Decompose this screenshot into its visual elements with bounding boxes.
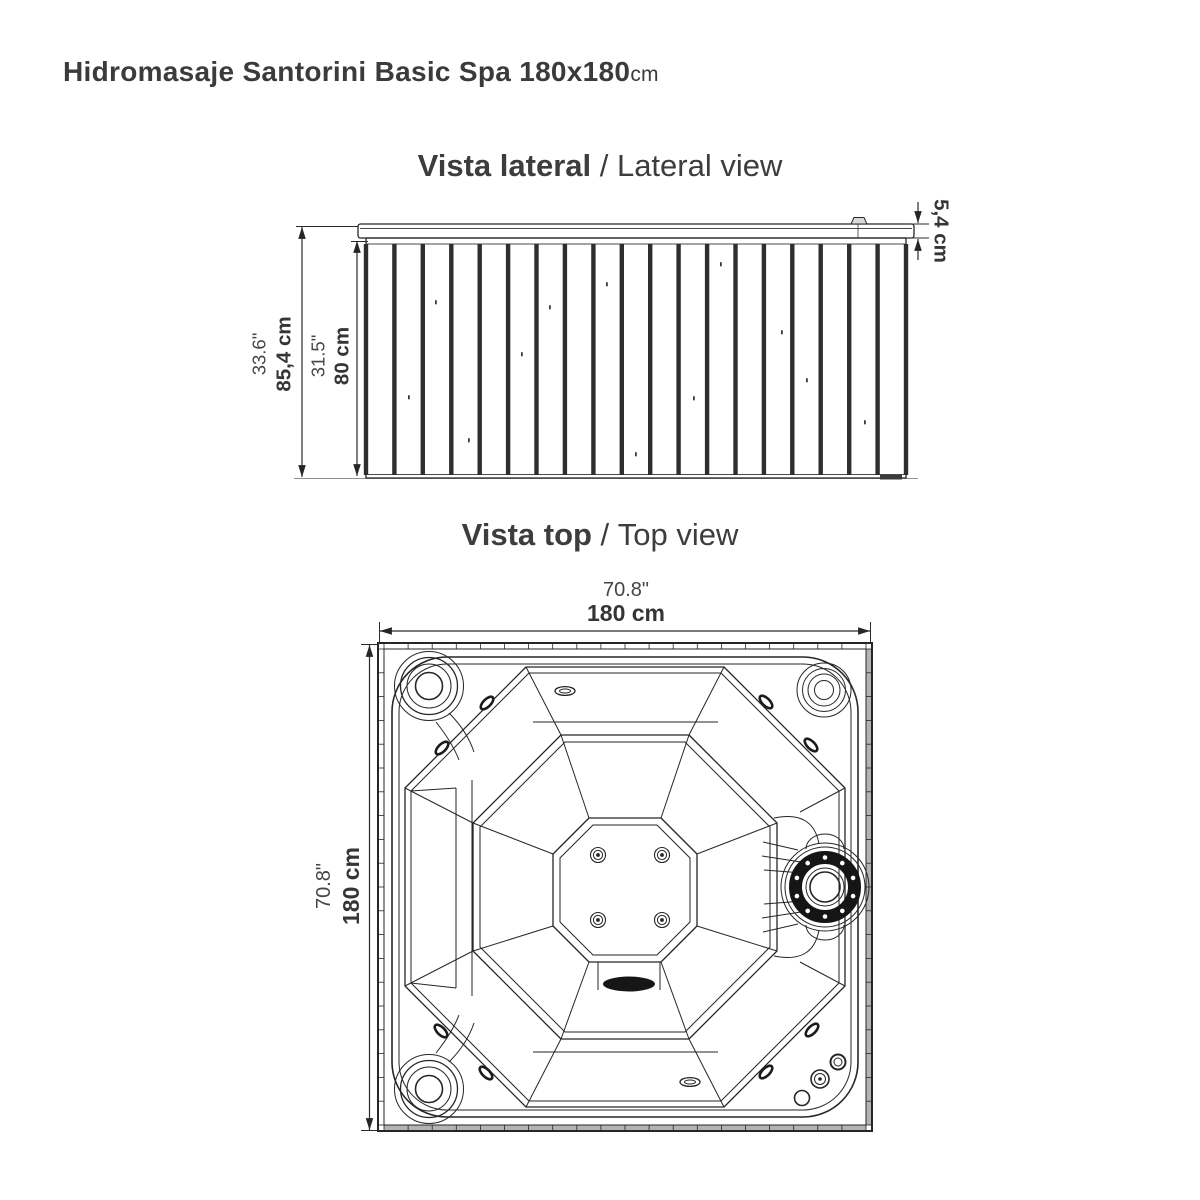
drain-housing bbox=[597, 962, 661, 990]
label-cover-thickness-cm: 5,4 cm bbox=[930, 199, 953, 263]
floor-jets bbox=[589, 846, 671, 929]
label-outer-height-in: 33.6" bbox=[249, 333, 270, 376]
section-heading-top: Vista top / Top view bbox=[0, 517, 1200, 553]
heading-top-es: Vista top bbox=[461, 517, 592, 552]
spa-cabinet bbox=[363, 237, 909, 480]
drain bbox=[603, 976, 655, 992]
height-dimension-outer: 33.6" 85,4 cm bbox=[249, 226, 358, 477]
product-name: Hidromasaje Santorini Basic Spa 180x180 bbox=[63, 56, 631, 87]
page-title: Hidromasaje Santorini Basic Spa 180x180c… bbox=[63, 56, 659, 88]
heading-lateral-es: Vista lateral bbox=[417, 148, 592, 183]
section-heading-lateral: Vista lateral / Lateral view bbox=[0, 148, 1200, 184]
cabinet-slats bbox=[363, 244, 909, 475]
wood-knots bbox=[408, 262, 866, 457]
heading-top-en: Top view bbox=[617, 517, 739, 552]
bench-lips bbox=[533, 721, 718, 1053]
label-width-cm: 180 cm bbox=[587, 600, 665, 626]
diagonal-jets bbox=[433, 694, 820, 1081]
knob-recess-curves bbox=[773, 816, 820, 958]
spa-cover bbox=[357, 217, 915, 239]
seat-division-seams bbox=[404, 666, 846, 1108]
product-unit: cm bbox=[630, 63, 659, 86]
height-dimension-inner: 31.5" 80 cm bbox=[308, 241, 368, 476]
label-depth-cm: 180 cm bbox=[338, 847, 364, 925]
footwell-seams bbox=[472, 734, 778, 1040]
frame-slat-ticks bbox=[378, 643, 872, 1131]
bench-structure bbox=[404, 666, 846, 1108]
knob-dots bbox=[794, 855, 856, 919]
label-inner-height-in: 31.5" bbox=[308, 335, 329, 378]
heading-top-separator: / bbox=[591, 517, 618, 552]
cover-thickness-dimension: 5,4 cm bbox=[906, 199, 953, 263]
cover-handle bbox=[850, 217, 868, 225]
spa-shell-rim bbox=[391, 656, 859, 1118]
left-bench-edge bbox=[410, 780, 473, 996]
depth-dimension: 70.8" 180 cm bbox=[313, 644, 378, 1131]
label-width-in: 70.8" bbox=[603, 579, 649, 601]
label-outer-height-cm: 85,4 cm bbox=[273, 316, 296, 391]
label-inner-height-cm: 80 cm bbox=[331, 327, 354, 385]
corner-pillow-bl bbox=[394, 1014, 475, 1124]
heading-lateral-separator: / bbox=[591, 148, 617, 183]
corner-speaker-tr bbox=[796, 662, 852, 718]
top-view-drawing: 70.8" 180 cm 70.8" 180 cm bbox=[313, 579, 873, 1132]
corner-pillow-tl bbox=[394, 651, 475, 761]
lateral-view-drawing: 33.6" 85,4 cm 31.5" 80 cm 5,4 cm bbox=[249, 199, 953, 480]
cabinet-foot bbox=[880, 475, 902, 480]
width-dimension: 70.8" 180 cm bbox=[379, 579, 871, 642]
label-depth-in: 70.8" bbox=[313, 863, 335, 909]
heading-lateral-en: Lateral view bbox=[616, 148, 783, 183]
wall-jets bbox=[433, 685, 820, 1088]
control-knob bbox=[780, 833, 870, 941]
air-controls-br bbox=[793, 1053, 847, 1107]
footwell bbox=[552, 817, 698, 992]
